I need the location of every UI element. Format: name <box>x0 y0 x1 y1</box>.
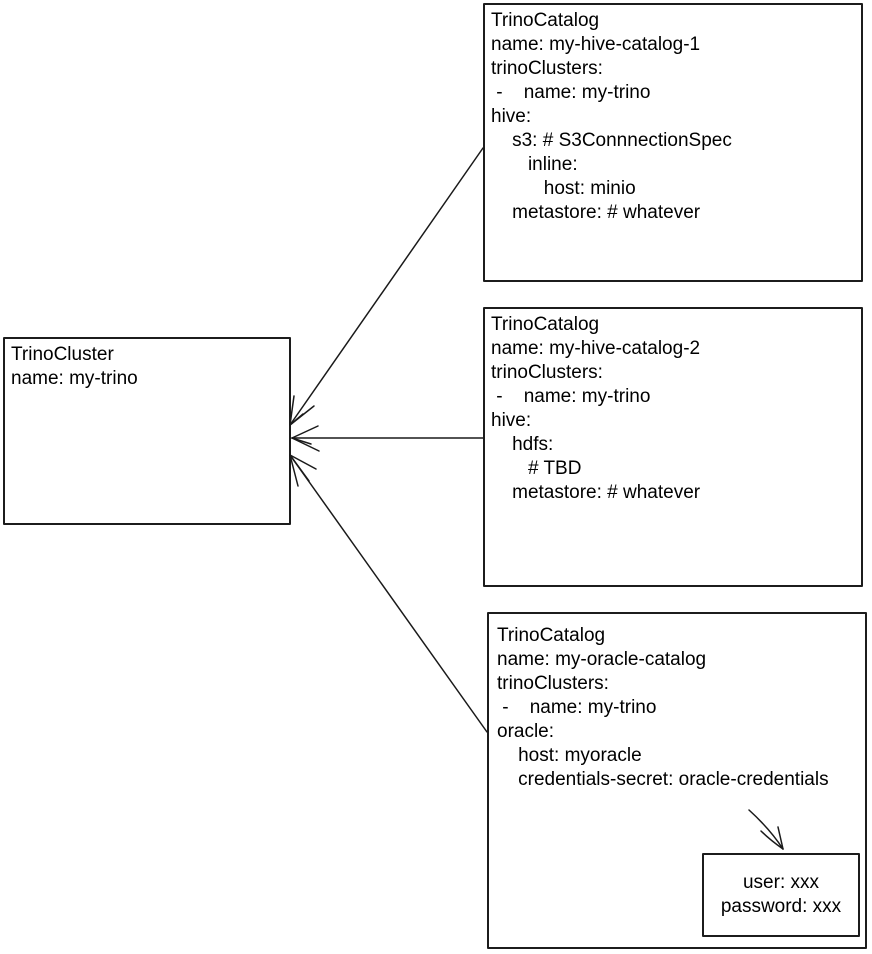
yaml-line: TrinoCatalog <box>491 10 600 31</box>
yaml-line: # TBD <box>491 458 582 479</box>
arrowhead-catalog1 <box>289 395 315 426</box>
cluster-title: TrinoCluster <box>11 344 114 365</box>
yaml-line: inline: <box>491 154 578 175</box>
yaml-line: s3: # S3ConnnectionSpec <box>491 130 732 151</box>
yaml-line: trinoClusters: <box>491 58 603 79</box>
yaml-line: host: myoracle <box>497 745 642 766</box>
yaml-line: name: my-hive-catalog-1 <box>491 34 701 55</box>
trino-catalog-box-2: TrinoCatalog name: my-hive-catalog-2 tri… <box>483 307 863 587</box>
yaml-line: hdfs: <box>491 434 554 455</box>
yaml-line: name: my-hive-catalog-2 <box>491 338 701 359</box>
yaml-line: host: minio <box>491 178 636 199</box>
arrowhead-catalog2 <box>291 425 320 452</box>
yaml-line: credentials-secret: oracle-credentials <box>497 769 829 790</box>
credentials-secret-box: user: xxx password: xxx <box>702 853 860 937</box>
yaml-line: - name: my-trino <box>497 697 657 718</box>
yaml-line: TrinoCatalog <box>497 625 606 646</box>
yaml-line: metastore: # whatever <box>491 482 701 503</box>
yaml-line: oracle: <box>497 721 555 742</box>
connector-catalog3-to-cluster <box>289 454 488 733</box>
yaml-line: trinoClusters: <box>491 362 603 383</box>
connector-catalog1-to-cluster <box>289 147 484 426</box>
yaml-line: trinoClusters: <box>497 673 609 694</box>
cluster-name: name: my-trino <box>11 368 138 389</box>
trino-catalog-box-1: TrinoCatalog name: my-hive-catalog-1 tri… <box>483 3 863 282</box>
secret-password-line: password: xxx <box>720 896 842 917</box>
trino-cluster-box: TrinoCluster name: my-trino <box>3 337 291 525</box>
yaml-line: - name: my-trino <box>491 386 651 407</box>
yaml-line: hive: <box>491 410 532 431</box>
trino-catalog-box-3: TrinoCatalog name: my-oracle-catalog tri… <box>487 612 867 949</box>
arrowhead-catalog3 <box>289 454 317 487</box>
yaml-line: TrinoCatalog <box>491 314 600 335</box>
secret-user-line: user: xxx <box>742 872 820 893</box>
yaml-line: hive: <box>491 106 532 127</box>
yaml-line: - name: my-trino <box>491 82 651 103</box>
yaml-line: metastore: # whatever <box>491 202 701 223</box>
yaml-line: name: my-oracle-catalog <box>497 649 707 670</box>
